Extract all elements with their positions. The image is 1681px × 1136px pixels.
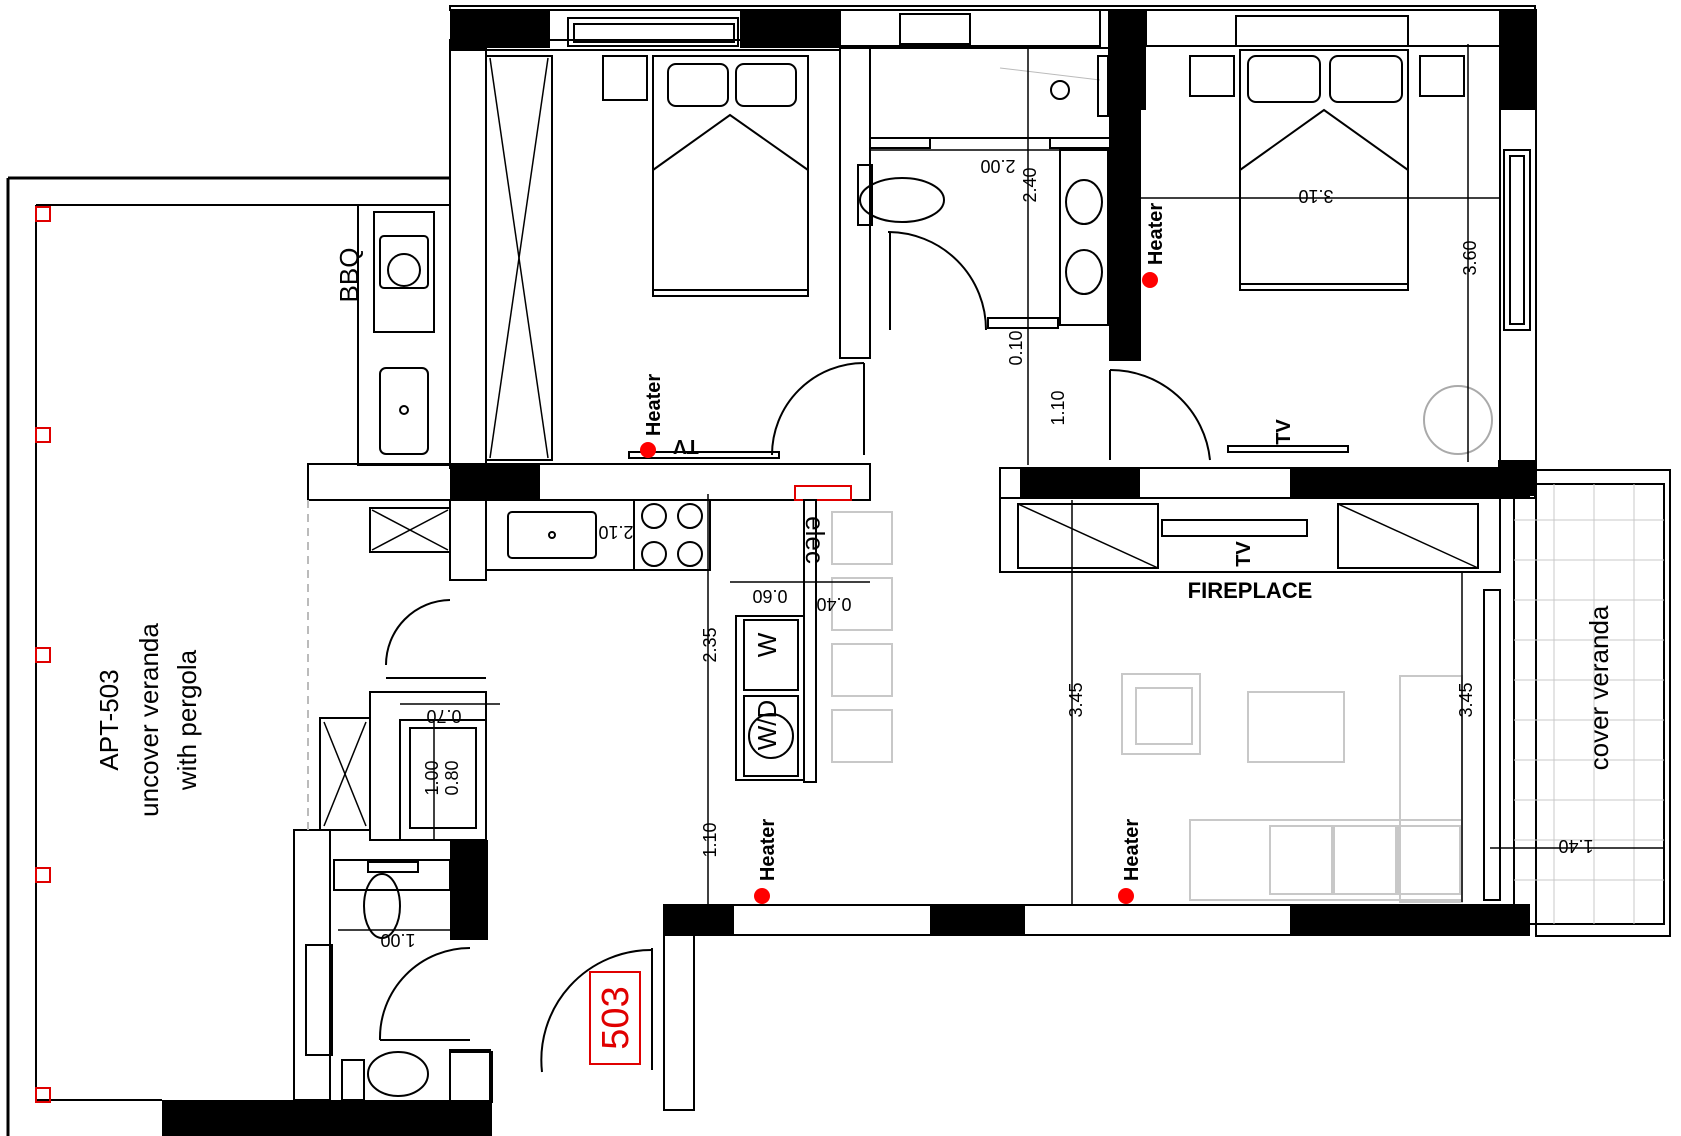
uncovered-veranda	[6, 176, 450, 1136]
dim-bed2-height: 3.60	[1460, 240, 1480, 275]
bedroom-1	[485, 55, 865, 461]
bbq-counter	[357, 204, 451, 466]
dim-living-right: 3.45	[1456, 682, 1476, 717]
tv-label-bedroom-1: TV	[673, 435, 699, 457]
heater-dot	[640, 442, 656, 458]
living-room	[999, 497, 1501, 903]
dim-wc-070: 0.70	[426, 706, 461, 726]
heater-dot	[1118, 888, 1134, 904]
dim-hall-2: 1.10	[700, 822, 720, 857]
dim-hall-1: 1.10	[1048, 390, 1068, 425]
heater-label: Heater	[1121, 819, 1143, 881]
dim-laundry-depth: 2.35	[700, 627, 720, 662]
entry-door	[449, 948, 653, 1103]
windows	[305, 13, 1531, 1056]
bathroom	[857, 47, 1111, 331]
exterior-walls	[162, 5, 1537, 1136]
apartment-title: APT-503	[94, 669, 124, 770]
bar-stools	[831, 511, 893, 763]
dim-wc-width: 1.00	[380, 930, 415, 950]
dimension-lines	[338, 44, 1664, 931]
kitchen	[385, 485, 893, 783]
unit-number: 503	[595, 986, 637, 1049]
dim-small-gap: 0.10	[1006, 330, 1026, 365]
dim-kitchen-060: 0.60	[752, 586, 787, 606]
heater-dot	[754, 888, 770, 904]
tv-label-living: TV	[1233, 541, 1255, 567]
heater-dot	[1142, 272, 1158, 288]
washer-label: W	[752, 632, 782, 657]
heater-bedroom-1: Heater	[640, 374, 665, 458]
living-furniture	[1121, 673, 1463, 903]
cover-veranda-label: cover veranda	[1584, 605, 1614, 770]
heater-kitchen: Heater	[754, 819, 779, 904]
dim-living-left: 3.45	[1066, 682, 1086, 717]
fireplace-label: FIREPLACE	[1188, 578, 1313, 603]
dim-kitchen-040: 0.40	[816, 594, 851, 614]
dim-closet-100: 1.00	[422, 760, 442, 795]
bedroom-2	[1109, 49, 1493, 461]
dim-counter: 2.10	[598, 522, 633, 542]
unit-number-box: 503	[589, 971, 641, 1065]
dim-bath-height: 2.40	[1020, 167, 1040, 202]
heater-label: Heater	[757, 819, 779, 881]
covered-veranda	[1513, 469, 1671, 937]
dim-closet-080: 0.80	[442, 760, 462, 795]
uncovered-veranda-label: uncover veranda	[134, 623, 164, 817]
elec-label: elec	[800, 516, 830, 564]
washer-dryer-label: W/D	[752, 700, 782, 751]
dim-veranda-width: 1.40	[1558, 836, 1593, 856]
heater-label: Heater	[1145, 203, 1167, 265]
tv-label-bedroom-2: TV	[1273, 419, 1295, 445]
pergola-label: with pergola	[172, 649, 202, 791]
dim-bed2-width: 3.10	[1298, 186, 1333, 206]
heater-living: Heater	[1118, 819, 1143, 904]
dim-bath-width: 2.00	[980, 156, 1015, 176]
wc-area	[319, 507, 487, 1101]
bbq-label: BBQ	[334, 248, 364, 303]
heater-label: Heater	[643, 374, 665, 436]
heater-bedroom-2: Heater	[1142, 203, 1167, 288]
